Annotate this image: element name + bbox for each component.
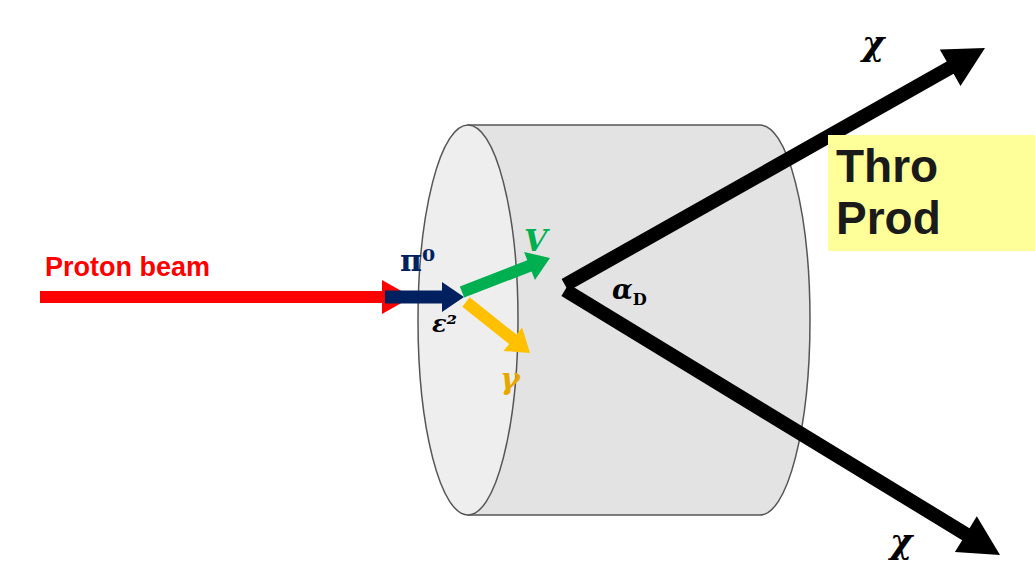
coupling-symbol: αD bbox=[612, 276, 647, 309]
beam-label: Proton beam bbox=[45, 254, 210, 281]
headline-text: Thro Prod bbox=[836, 141, 1027, 244]
particle-symbol: χ bbox=[890, 524, 912, 558]
photon-symbol: γ bbox=[500, 364, 520, 394]
highlight-box: Thro Prod bbox=[828, 135, 1035, 251]
beam-arrow bbox=[40, 280, 412, 314]
cylinder-face bbox=[418, 125, 518, 515]
vector-symbol: V bbox=[524, 226, 547, 256]
pion-symbol: π⁰ bbox=[400, 246, 435, 276]
vector-arrow bbox=[460, 252, 550, 298]
mixing-symbol: ε² bbox=[432, 312, 457, 336]
pion-arrow bbox=[385, 282, 464, 312]
particle-symbol: χ bbox=[862, 26, 884, 60]
photon-arrow bbox=[462, 297, 530, 353]
particle-arrow bbox=[561, 284, 1000, 555]
